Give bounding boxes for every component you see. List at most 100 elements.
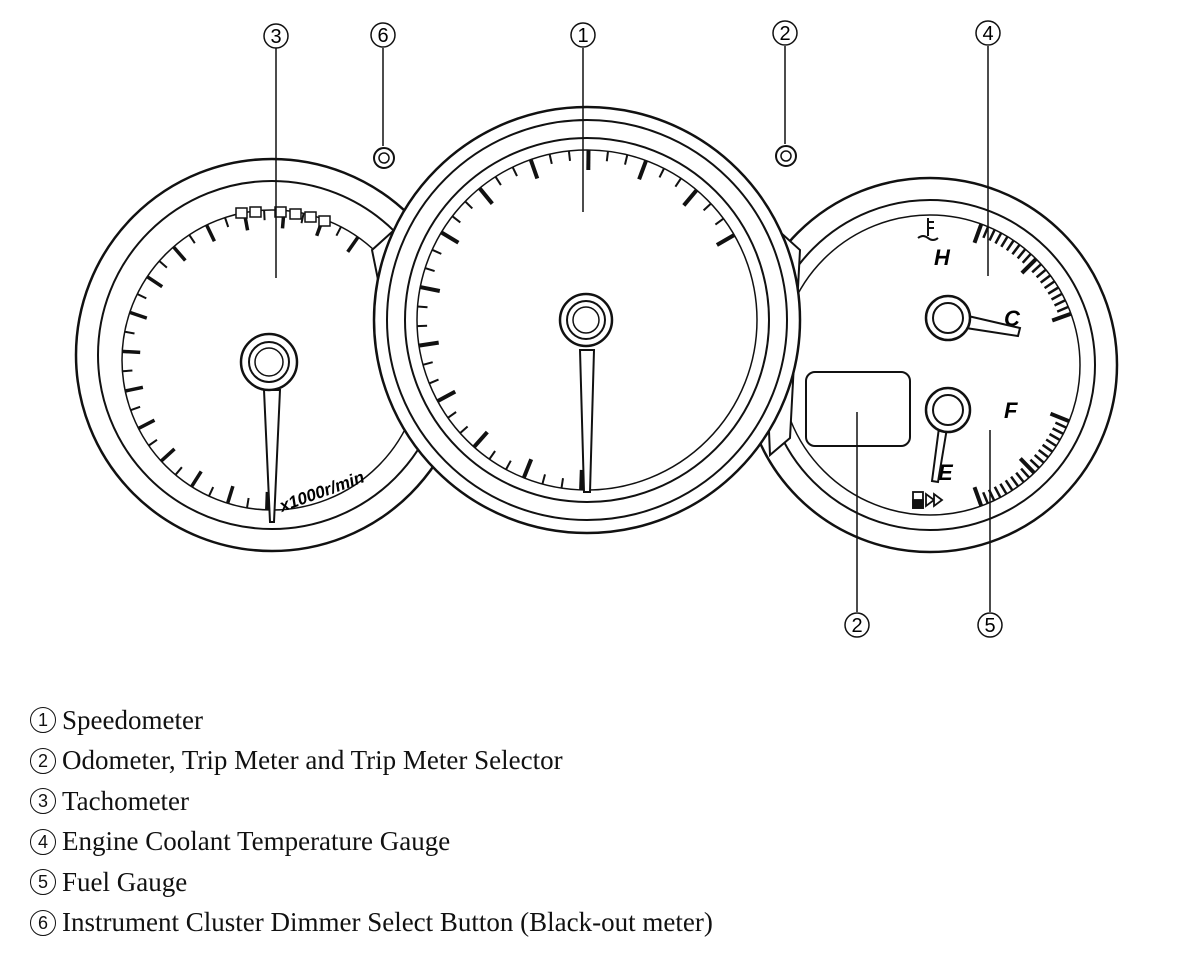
gauge-tick: [225, 485, 235, 504]
legend: 1 Speedometer 2 Odometer, Trip Meter and…: [30, 700, 1030, 943]
legend-text: Tachometer: [62, 785, 190, 816]
fuel-full-label: F: [1004, 398, 1018, 423]
gauge-tick: [511, 166, 518, 177]
legend-item: 4 Engine Coolant Temperature Gauge: [30, 822, 1030, 863]
gauge-tick: [246, 497, 250, 509]
svg-text:4: 4: [982, 23, 993, 45]
fuel-hub: [924, 386, 972, 434]
gauge-tick: [478, 186, 494, 205]
gauge-tick: [136, 293, 147, 300]
gauge-tick: [988, 229, 996, 242]
gauge-tick: [1020, 467, 1031, 479]
gauge-tick: [567, 150, 571, 162]
legend-item: 2 Odometer, Trip Meter and Trip Meter Se…: [30, 741, 1030, 782]
legend-number: 6: [30, 909, 56, 936]
gauge-tick: [428, 378, 439, 385]
gauge-tick: [494, 176, 502, 186]
gauge-tick: [548, 153, 553, 165]
svg-text:2: 2: [851, 615, 862, 637]
gauge-tick: [1010, 475, 1020, 488]
callout-6: 6: [370, 22, 396, 48]
gauge-tick: [208, 486, 215, 497]
tachometer: x1000r/min: [74, 48, 470, 553]
gauge-tick: [702, 202, 712, 212]
dimmer-select-button-right: [775, 145, 797, 167]
gauge-tick: [160, 447, 176, 463]
gauge-tick: [972, 223, 984, 244]
gauge-tick: [172, 245, 187, 262]
gauge-tick: [459, 425, 469, 434]
gauge-tick: [1051, 311, 1072, 323]
svg-text:1: 1: [577, 25, 588, 47]
gauge-tick: [1045, 438, 1057, 448]
gauge-tick: [424, 267, 435, 273]
gauge-tick: [440, 230, 460, 245]
legend-item: 5 Fuel Gauge: [30, 862, 1030, 903]
gauge-tick: [605, 151, 609, 162]
gauge-tick: [1052, 427, 1064, 436]
tachometer-redline-marks: [235, 206, 331, 227]
gauge-tick: [1005, 239, 1015, 252]
fuel-pump-icon: [912, 491, 944, 509]
legend-number: 4: [30, 828, 56, 855]
gauge-tick: [658, 168, 665, 178]
legend-item: 3 Tachometer: [30, 781, 1030, 822]
gauge-tick: [541, 474, 546, 485]
gauge-tick: [130, 405, 141, 412]
gauge-tick: [188, 234, 196, 244]
gauge-tick: [335, 226, 342, 237]
gauge-tick: [1033, 453, 1045, 464]
callout-4: 4: [975, 20, 1001, 46]
gauge-tick: [224, 217, 230, 228]
gauge-tick: [1035, 268, 1047, 279]
gauge-tick: [422, 361, 433, 366]
legend-number: 1: [30, 707, 56, 734]
gauge-tick: [137, 418, 156, 430]
gauge-tick: [1004, 479, 1014, 491]
gauge-tick: [1049, 411, 1070, 424]
gauge-tick: [999, 483, 1008, 495]
gauge-tick: [579, 469, 584, 490]
odometer-display: [805, 371, 911, 447]
legend-text: Instrument Cluster Dimmer Select Button …: [62, 907, 713, 938]
gauge-tick: [174, 466, 183, 476]
speedometer-hub: [558, 292, 614, 348]
gauge-tick: [488, 450, 496, 460]
gauge-tick: [982, 491, 989, 504]
gauge-tick: [674, 177, 682, 188]
gauge-tick: [431, 248, 442, 255]
gauge-tick: [451, 215, 461, 224]
legend-text: Odometer, Trip Meter and Trip Meter Sele…: [62, 745, 563, 776]
speedometer-ticks: [417, 149, 736, 490]
gauge-tick: [1053, 299, 1066, 307]
legend-text: Speedometer: [62, 704, 203, 735]
gauge-tick: [122, 369, 133, 373]
gauge-tick: [637, 159, 648, 181]
gauge-tick: [129, 310, 148, 320]
gauge-tick: [1000, 235, 1009, 248]
gauge-tick: [417, 305, 428, 309]
coolant-temperature-icon: [917, 218, 939, 241]
gauge-tick: [682, 188, 699, 207]
legend-number: 2: [30, 747, 56, 774]
gauge-tick: [1020, 257, 1038, 275]
svg-text:3: 3: [270, 26, 281, 48]
gauge-tick: [1041, 443, 1054, 453]
legend-item: 6 Instrument Cluster Dimmer Select Butto…: [30, 903, 1030, 944]
legend-number: 3: [30, 788, 56, 815]
gauge-tick: [528, 158, 540, 180]
gauge-tick: [346, 236, 360, 253]
gauge-tick: [124, 330, 135, 335]
callout-2-bottom: 2: [844, 612, 870, 638]
gauge-tick: [1056, 305, 1069, 313]
gauge-tick: [1029, 458, 1040, 469]
gauge-tick: [158, 260, 168, 269]
gauge-tick: [1015, 471, 1025, 483]
gauge-tick: [1016, 248, 1027, 260]
tachometer-ticks: [122, 210, 360, 510]
gauge-tick: [190, 470, 203, 488]
gauge-tick: [521, 458, 534, 479]
gauge-tick: [560, 478, 564, 489]
gauge-tick: [447, 411, 457, 419]
svg-text:5: 5: [984, 615, 995, 637]
